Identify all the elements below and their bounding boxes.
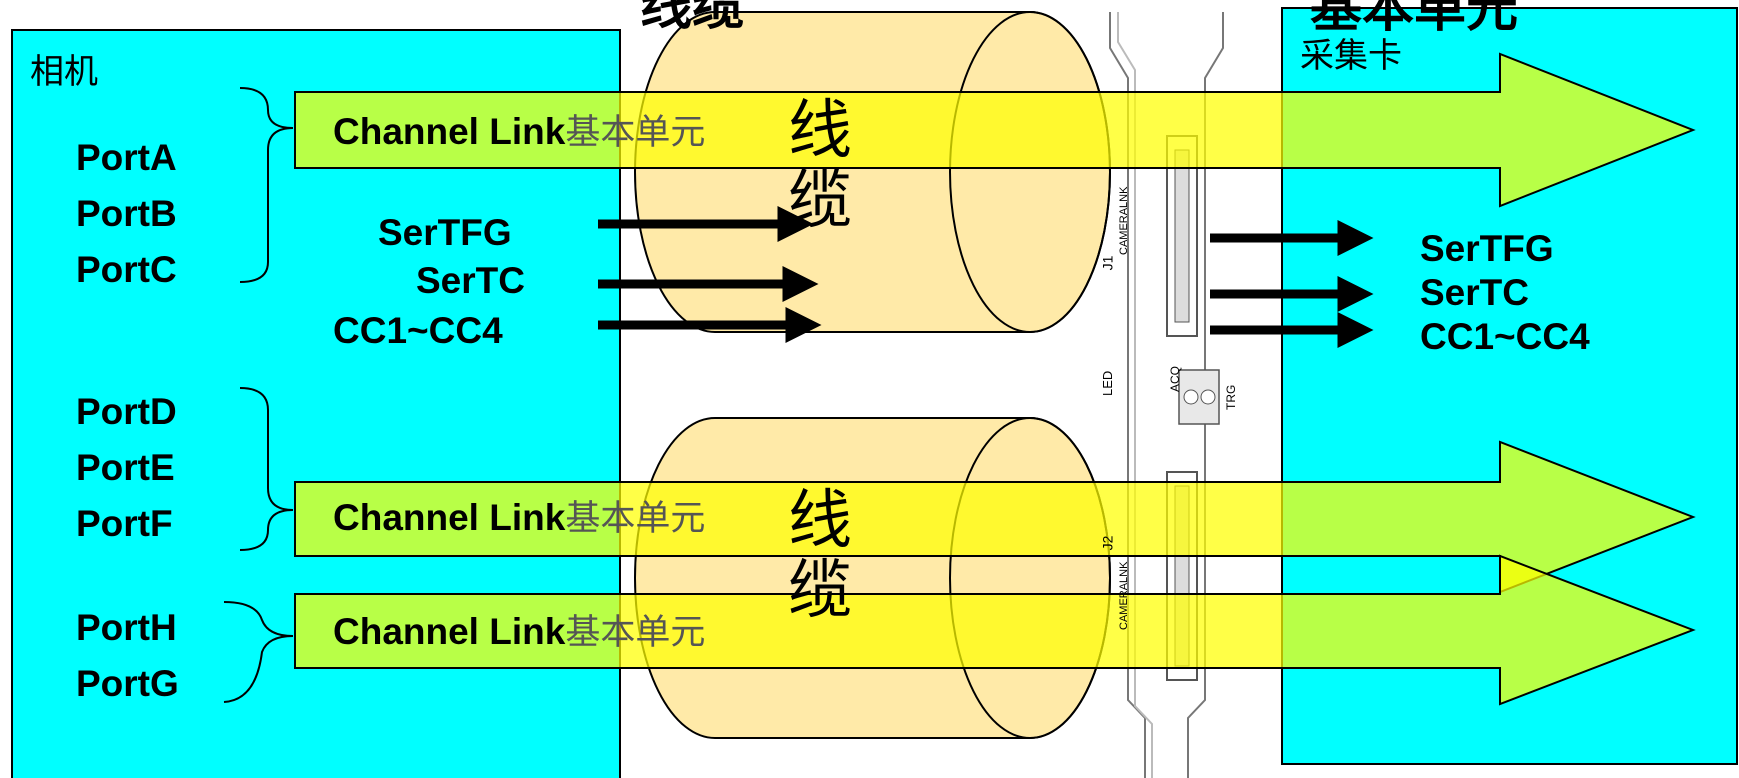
card-marking-j2: J2: [1099, 535, 1116, 551]
cable-2: [634, 417, 1111, 739]
channel-link-label-2: Channel Link基本单元: [333, 497, 706, 540]
channel-arrow-2: [294, 440, 1696, 594]
signal-arrows-right: [1210, 220, 1374, 348]
signal-label-right: SerTFG: [1420, 228, 1554, 269]
cable-char: 缆: [788, 554, 852, 628]
signal-label-right: SerTC: [1420, 272, 1529, 313]
signal-label-right: CC1~CC4: [1420, 316, 1590, 357]
port-label: PortD: [76, 391, 177, 432]
port-label: PortE: [76, 447, 175, 488]
signal-label-left: CC1~CC4: [333, 310, 503, 351]
channel-link-en: Channel Link: [333, 111, 566, 152]
channel-link-cn: 基本单元: [565, 613, 706, 653]
cable-char: 缆: [788, 164, 852, 238]
channel-link-label-3: Channel Link基本单元: [333, 611, 706, 654]
signal-label-left: SerTC: [416, 260, 525, 301]
camera-label: 相机: [30, 52, 98, 92]
port-label: PortH: [76, 607, 177, 648]
card-marking-trg: TRG: [1224, 384, 1238, 410]
channel-link-en: Channel Link: [333, 611, 566, 652]
card-marking-connector: CAMERALNK: [1118, 561, 1130, 630]
port-label: PortF: [76, 503, 173, 544]
card-marking-j1: J1: [1099, 255, 1116, 271]
led-block: [1178, 369, 1220, 425]
port-label: PortB: [76, 193, 177, 234]
brace-ports-hg: [223, 601, 294, 703]
braces: [223, 87, 294, 703]
channel-arrow-1: [294, 52, 1696, 208]
card-marking-led: LED: [1100, 370, 1115, 396]
signal-arrows-left: [598, 206, 822, 343]
title-fragment-left: 线缆: [640, 0, 745, 37]
channel-link-cn: 基本单元: [565, 113, 706, 153]
channel-link-label-1: Channel Link基本单元: [333, 111, 706, 154]
cable-char: 线: [788, 484, 852, 558]
signal-label-left: SerTFG: [378, 212, 512, 253]
channel-link-cn: 基本单元: [565, 499, 706, 539]
connector-j1: [1166, 135, 1198, 337]
cable-char: 线: [788, 94, 852, 168]
card-marking-acq: ACQ: [1168, 365, 1182, 392]
cable-text-1: 线 缆: [788, 96, 852, 236]
grabber-label: 采集卡: [1300, 36, 1402, 76]
brace-ports-abc: [239, 87, 294, 283]
title-fragment-right: 基本单元: [1310, 0, 1519, 39]
channel-arrow-3: [294, 554, 1696, 706]
cable-text-2: 线 缆: [788, 486, 852, 626]
port-label: PortC: [76, 249, 177, 290]
channel-link-en: Channel Link: [333, 497, 566, 538]
card-marking-connector: CAMERALNK: [1118, 186, 1130, 255]
port-label: PortG: [76, 663, 179, 704]
brace-ports-def: [239, 387, 294, 551]
port-label: PortA: [76, 137, 177, 178]
